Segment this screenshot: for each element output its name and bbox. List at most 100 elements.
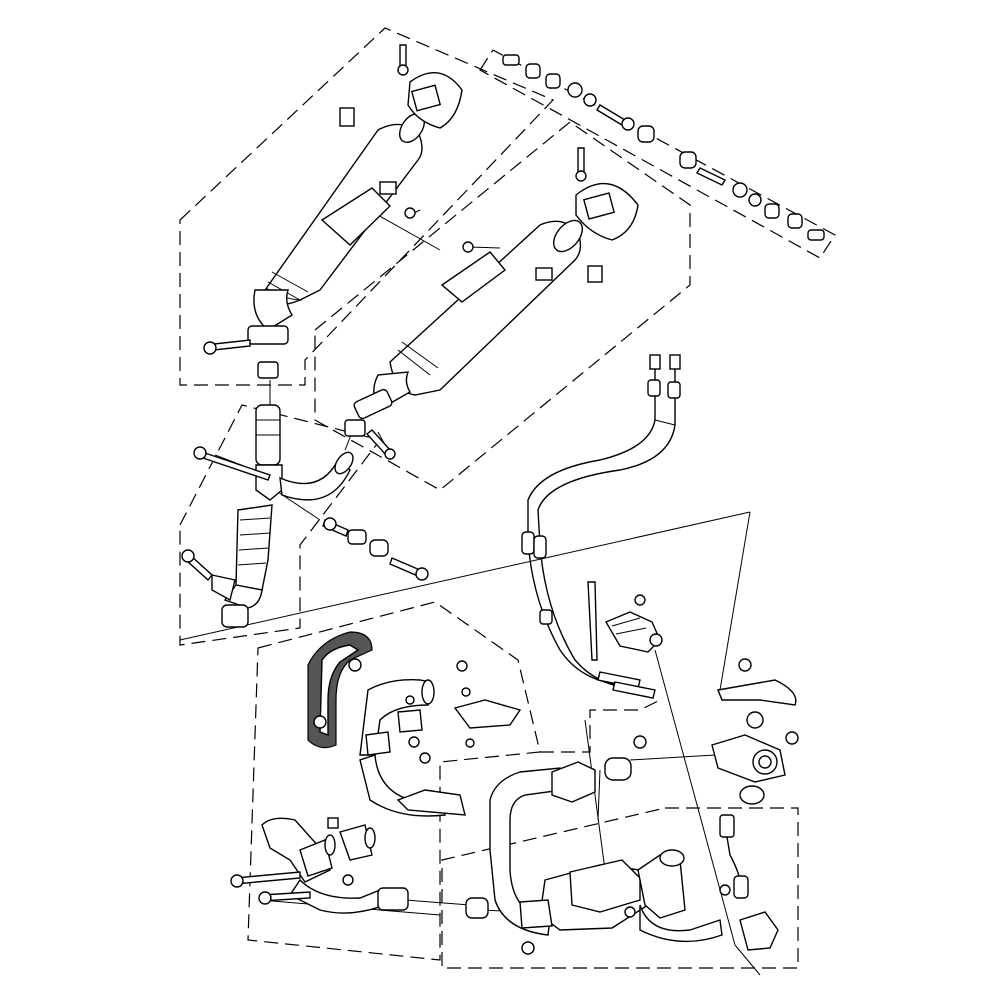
o2-sensor-bracket[interactable] [739, 911, 779, 951]
o2-sensor-connector[interactable] [719, 814, 735, 838]
left-muffler-assembly[interactable] [203, 44, 463, 379]
link-pipe-bracket[interactable] [211, 574, 236, 602]
header-pipe-flange-upper[interactable] [396, 789, 466, 816]
left-end-cap-clamp[interactable] [410, 84, 442, 112]
valve-housing-washer[interactable] [746, 711, 764, 729]
header-pipe-lower-stub[interactable] [377, 887, 409, 911]
hardware-clip-1[interactable] [583, 93, 597, 107]
link-pipe-body[interactable] [235, 504, 273, 591]
left-muffler-bracket[interactable] [320, 187, 391, 246]
right-muffler-gasket[interactable] [344, 419, 366, 437]
right-muffler-nut[interactable] [462, 241, 474, 253]
link-pipe-group-outline [179, 404, 382, 646]
hardware-bushing-5[interactable] [764, 203, 780, 219]
collector-bolt[interactable] [624, 906, 636, 918]
valve-housing-cover[interactable] [717, 679, 797, 706]
link-pipe-mount-bushing[interactable] [369, 539, 389, 557]
right-end-cap-clamp[interactable] [582, 192, 616, 220]
left-muffler-nut[interactable] [404, 207, 416, 219]
hardware-bolt-2[interactable] [696, 167, 726, 186]
right-muffler-clamp[interactable] [353, 388, 393, 420]
valve-housing-seal[interactable] [739, 785, 765, 805]
hardware-collar-2[interactable] [807, 229, 825, 241]
left-muffler-gasket[interactable] [257, 361, 279, 379]
right-muffler-bracket[interactable] [440, 251, 507, 303]
collector-main-pipe[interactable] [489, 767, 563, 936]
o2-sensor-body[interactable] [733, 875, 749, 899]
header-bolt-lower-1[interactable] [234, 871, 301, 885]
valve-area-outline [540, 699, 661, 753]
header-pipe-joint-lower[interactable] [365, 731, 391, 756]
hardware-bolt-1[interactable] [596, 104, 626, 126]
collector-valve-body[interactable] [569, 859, 641, 913]
link-pipe-mount-collar[interactable] [347, 529, 367, 545]
o2-sensor-wire[interactable] [726, 836, 741, 881]
heat-shield-bolt-upper[interactable] [348, 658, 362, 672]
link-pipe-assembly[interactable] [181, 404, 429, 628]
exhaust-valve-cables[interactable] [521, 354, 681, 699]
hardware-washer-2[interactable] [621, 117, 635, 131]
hardware-bushing-1[interactable] [525, 63, 541, 79]
valve-cable-end-2[interactable] [669, 354, 681, 370]
group-outlines [179, 27, 836, 969]
o2-sensor-bolt[interactable] [719, 884, 731, 896]
valve-housing-side-bolt[interactable] [633, 735, 647, 749]
cable-tie[interactable] [587, 581, 598, 661]
collector-joint-clamp[interactable] [519, 899, 553, 929]
collector-outlet-pipe[interactable] [637, 854, 686, 919]
header-bolt-1[interactable] [456, 660, 468, 672]
hardware-bushing-2[interactable] [545, 73, 561, 89]
hardware-washer-1[interactable] [567, 82, 583, 98]
hardware-washer-3[interactable] [748, 193, 762, 207]
hardware-bushing-4[interactable] [679, 151, 697, 169]
valve-housing-group[interactable] [604, 658, 799, 805]
header-flange-lower-2[interactable] [339, 824, 373, 861]
collector-lower-bend[interactable] [639, 904, 723, 943]
link-pipe-gasket[interactable] [221, 604, 249, 628]
link-pipe-collector[interactable] [255, 464, 283, 501]
left-muffler-collar[interactable] [379, 181, 397, 195]
header-stud-1[interactable] [327, 817, 339, 829]
left-muffler-group-outline [179, 27, 555, 386]
header-pipe-assembly[interactable] [230, 660, 522, 914]
header-protector[interactable] [453, 699, 522, 729]
hardware-bushing-3[interactable] [637, 125, 655, 143]
exhaust-heat-shield[interactable] [307, 631, 373, 749]
exhaust-valve-servo[interactable] [604, 594, 663, 653]
muffler-mount-hardware-row[interactable] [502, 54, 825, 241]
valve-cable-1[interactable] [527, 365, 656, 686]
valve-cable-end-1[interactable] [649, 354, 661, 370]
link-pipe-right-bend[interactable] [279, 458, 351, 501]
collector-clamp[interactable] [551, 761, 596, 803]
header-washer-1[interactable] [461, 687, 471, 697]
header-bolt-3[interactable] [419, 752, 431, 764]
collector-nut[interactable] [521, 941, 535, 955]
right-muffler-collar[interactable] [535, 267, 553, 281]
hardware-collar-1[interactable] [502, 54, 520, 66]
hardware-clip-2[interactable] [732, 182, 748, 198]
header-bolt-2[interactable] [405, 695, 415, 705]
valve-housing-nut[interactable] [785, 731, 799, 745]
hardware-bushing-6[interactable] [787, 213, 803, 229]
header-nut-lower[interactable] [342, 874, 354, 886]
header-flange-lower-1[interactable] [299, 839, 333, 877]
header-pipe-joint-upper[interactable] [397, 709, 423, 733]
collector-pipe-assembly[interactable] [465, 761, 723, 955]
valve-housing-collar[interactable] [604, 757, 632, 781]
valve-cable-adjuster-2[interactable] [612, 681, 656, 699]
header-washer-2[interactable] [408, 736, 420, 748]
header-washer-3[interactable] [465, 738, 475, 748]
collector-gasket[interactable] [465, 897, 489, 919]
servo-pulley[interactable] [649, 633, 663, 647]
left-muffler-outlet-joint[interactable] [253, 289, 293, 331]
left-muffler-damper[interactable] [339, 107, 355, 127]
heat-shield-bolt-lower[interactable] [313, 715, 327, 729]
left-muffler-clamp[interactable] [247, 325, 289, 345]
right-muffler-assembly[interactable] [344, 147, 639, 460]
servo-screw[interactable] [634, 594, 646, 606]
o2-sensor-group[interactable] [719, 814, 779, 951]
valve-housing-bolt[interactable] [738, 658, 752, 672]
right-muffler-damper[interactable] [587, 265, 603, 283]
servo-body[interactable] [604, 611, 661, 653]
